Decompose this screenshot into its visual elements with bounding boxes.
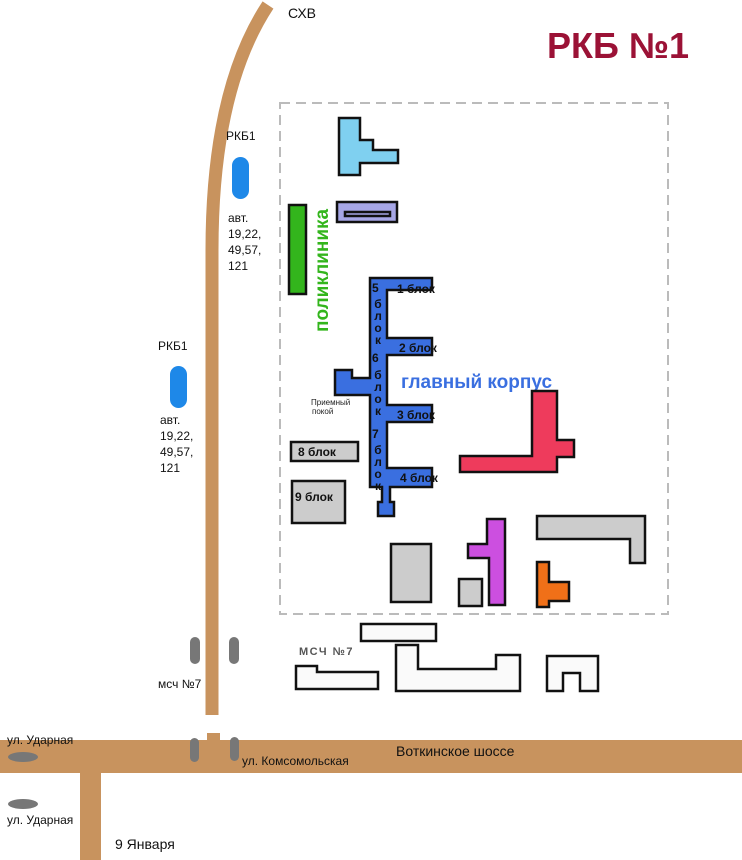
bus-stop-icon[interactable] [8,799,38,809]
building-grey-l[interactable] [535,514,647,565]
building-outline[interactable] [394,643,522,693]
building-light-blue[interactable] [337,116,400,177]
building-outline[interactable] [359,622,438,643]
bus-stop-icon[interactable] [232,157,249,199]
bus-stop-icon[interactable] [190,637,200,664]
main-building-label: главный корпус [401,372,552,393]
label-udarnaya: ул. Ударная [7,733,73,747]
road-votkinskoe [0,740,742,773]
block-9-label: 9 блок [295,490,334,504]
bus-stop-icon[interactable] [230,737,239,761]
block-2-label: 2 блок [399,341,438,355]
msch-building[interactable] [294,664,380,691]
bus-stop-icon[interactable] [8,752,38,762]
label-komsomolskaya: ул. Комсомольская [242,754,349,768]
block-7-word: блок [371,443,385,491]
bus-stop-icon[interactable] [170,366,187,408]
label-9-yanvarya: 9 Января [115,836,175,852]
block-8-building[interactable] [289,440,360,463]
road-north [205,1,274,715]
stop-label: РКБ1 [158,339,188,353]
building-purple[interactable] [466,517,507,607]
block-9-building[interactable] [290,479,347,525]
building-lavender[interactable] [335,200,399,224]
polyclinic-building[interactable] [287,203,308,296]
building-outline[interactable] [545,654,600,693]
polyclinic-label: поликлиника [312,208,333,332]
main-building[interactable] [333,276,434,518]
stop-label: РКБ1 [226,129,256,143]
building-grey-small[interactable] [457,577,484,608]
block-5-word: блок [371,297,385,345]
block-1-label: 1 блок [397,282,436,296]
territory-boundary [279,102,669,615]
bus-stop-icon[interactable] [229,637,239,664]
building-grey[interactable] [389,542,433,604]
block-5-label: 5 [372,281,379,295]
block-6-label: 6 [372,351,379,365]
block-8-label: 8 блок [298,445,337,459]
label-votkinskoe: Воткинское шоссе [396,743,515,759]
bus-stop-icon[interactable] [190,738,199,762]
stop-routes: авт. 19,22, 49,57, 121 [228,211,265,273]
page-title: РКБ №1 [547,25,689,66]
road-stub [207,733,220,743]
stop-routes: авт. 19,22, 49,57, 121 [160,413,197,475]
label-shv: СХВ [288,5,316,21]
label-udarnaya: ул. Ударная [7,813,73,827]
building-red[interactable] [458,389,576,474]
road-9-yanvarya [80,773,101,860]
block-4-label: 4 блок [400,471,439,485]
block-7-label: 7 [372,427,379,441]
msch-label: МСЧ №7 [299,646,354,658]
stop-label: мсч №7 [158,677,202,691]
building-orange[interactable] [535,560,571,609]
block-3-label: 3 блок [397,408,436,422]
block-6-word: блок [371,368,385,416]
reception-label: Приемный покой [311,398,353,416]
